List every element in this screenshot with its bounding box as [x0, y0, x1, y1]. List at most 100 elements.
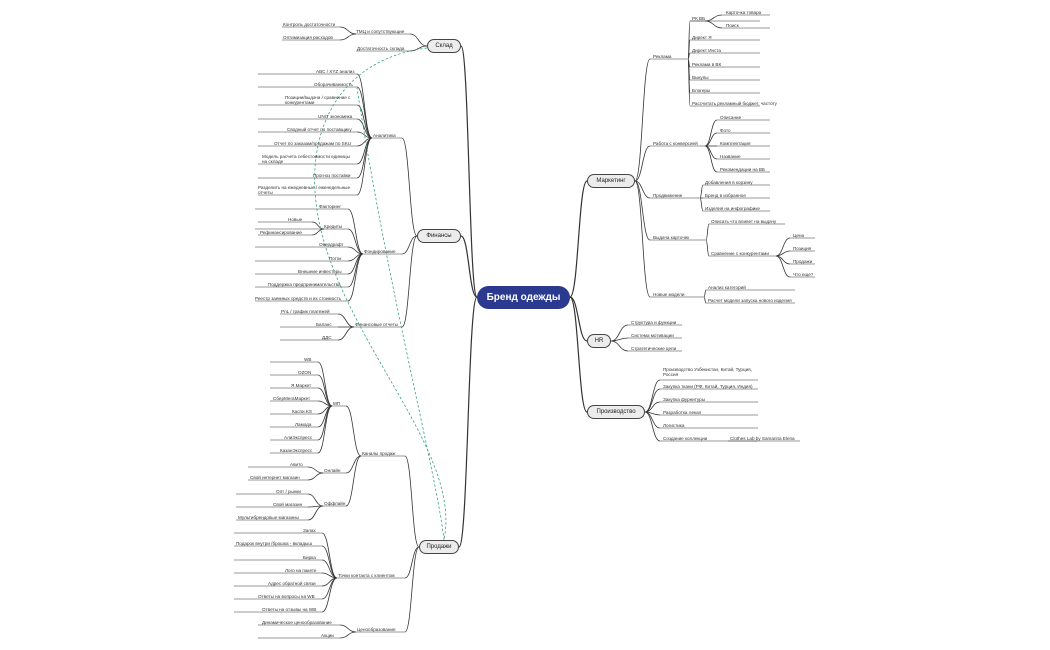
hr-item[interactable]: Система мотивации	[631, 333, 674, 338]
branch-sales[interactable]: Продажи	[419, 540, 459, 554]
funding-item[interactable]: Овердрафт	[319, 242, 344, 247]
reports-title[interactable]: Финансовые отчеты	[355, 322, 398, 327]
analytics-item[interactable]: UNIT экономика	[318, 114, 353, 119]
branch-finance[interactable]: Финансы	[417, 229, 461, 243]
conversion-item[interactable]: Рекомендации на ВБ	[720, 167, 766, 172]
mp-title[interactable]: МП	[333, 401, 341, 406]
analytics-item[interactable]: Модель расчета себестоимости единицы на …	[262, 154, 350, 165]
conversion-item[interactable]: Описание	[720, 115, 742, 120]
newmodels-item[interactable]: Расчет модели запуска нового изделия	[708, 298, 792, 303]
touch-item[interactable]: Адрес обратной связи	[268, 581, 316, 586]
production-item[interactable]: Логистика	[663, 423, 685, 428]
promo-item[interactable]: Добавления в корзину	[705, 180, 753, 185]
production-item[interactable]: Создание коллекции	[663, 436, 708, 441]
offline-title[interactable]: Оффлайн	[324, 501, 346, 506]
hr-item[interactable]: Структура и функции	[631, 320, 677, 325]
hr-item[interactable]: Стратегические цели	[631, 346, 677, 351]
reports-item[interactable]: Баланс	[316, 322, 332, 327]
mp-item[interactable]: WB	[304, 357, 312, 362]
mp-item[interactable]: OZON	[298, 370, 312, 375]
touch-item[interactable]: Бирка	[303, 555, 316, 560]
analytics-item[interactable]: Отчет по заказам/продажам по SKU	[274, 141, 352, 146]
credits-sub[interactable]: Новые	[288, 217, 303, 222]
production-item[interactable]: Разработка лекал	[663, 410, 702, 415]
touch-item[interactable]: Запах	[303, 528, 316, 533]
funding-item[interactable]: Поддержка предпринимательства	[268, 282, 341, 287]
promo-item[interactable]: Изделия на инфографике	[705, 206, 760, 211]
funding-item[interactable]: Факторинг	[319, 204, 342, 209]
funding-title[interactable]: Фондирование	[364, 249, 396, 254]
production-item[interactable]: Закупка ткани (РФ, Китай, Турция, Индия)	[663, 384, 753, 389]
mp-item[interactable]: Каспи.KS	[292, 409, 312, 414]
branch-sklad[interactable]: Склад	[427, 39, 461, 53]
credits-sub[interactable]: Рефинансирование	[260, 230, 302, 235]
promo-item[interactable]: Бренд в избранное	[705, 193, 746, 198]
ads-title[interactable]: Реклама	[653, 54, 672, 59]
online-title[interactable]: Онлайн	[324, 468, 341, 473]
rk-sub[interactable]: Карточка товара	[726, 10, 762, 15]
touch-title[interactable]: Точки контакта с клиентом	[338, 573, 395, 578]
touch-item[interactable]: Ответы на отзывы на WB	[262, 607, 317, 612]
ads-item[interactable]: Рассчитать рекламный бюджет, частоту	[692, 101, 777, 106]
online-item[interactable]: Авито	[290, 462, 303, 467]
output-item[interactable]: Описать что влияет на выдачу	[711, 219, 777, 224]
mp-item[interactable]: СберМегаМаркет	[273, 396, 311, 401]
ads-item[interactable]: Реклама в ВК	[692, 62, 722, 67]
analytics-item[interactable]: Прогноз поставки	[313, 173, 351, 178]
analytics-item[interactable]: ABC / XYZ анализ	[316, 69, 355, 74]
output-item[interactable]: Сравнение с конкурентами	[711, 251, 769, 256]
analytics-item[interactable]: Разделить на ежедневные / еженедельные о…	[258, 185, 351, 196]
touch-item[interactable]: Ответы на вопросы на WB	[258, 594, 315, 599]
funding-item[interactable]: Реестр заемных средств и их стоимость	[255, 296, 342, 301]
sklad-sub[interactable]: Контроль достаточности	[283, 22, 336, 27]
reports-item[interactable]: ДДС	[322, 335, 332, 340]
newmodels-title[interactable]: Новые модели	[653, 292, 685, 297]
production-item[interactable]: Производство Узбекистан, Китай, Турция, …	[663, 367, 752, 378]
mp-item[interactable]: КазанЭкспресс	[280, 448, 313, 453]
conversion-item[interactable]: Фото	[720, 128, 731, 133]
analytics-item[interactable]: Оборачиваемость	[314, 82, 353, 87]
funding-item[interactable]: Кредиты	[324, 224, 343, 229]
touch-item[interactable]: Подарок внутри /брошка - вкладыш	[236, 541, 313, 546]
online-item[interactable]: Свой интернет магазин	[250, 475, 300, 480]
ads-item[interactable]: Директ Инста	[692, 48, 721, 53]
ads-item[interactable]: РК ВБ	[692, 16, 706, 21]
funding-item[interactable]: Внешние инвесторы	[298, 269, 342, 274]
offline-item[interactable]: Мультибрендовые магазины	[238, 515, 299, 520]
pricing-item[interactable]: Динамическое ценообразование	[262, 620, 332, 625]
output-title[interactable]: Выдача карточек	[653, 235, 690, 240]
pricing-title[interactable]: Ценообразование	[357, 627, 396, 632]
root-node[interactable]: Бренд одежды	[477, 286, 570, 309]
offline-item[interactable]: Опт / рынки	[276, 489, 301, 494]
production-item[interactable]: Закупка фурнитуры	[663, 397, 706, 402]
conversion-title[interactable]: Работа с конверсией	[653, 141, 698, 146]
mp-item[interactable]: Ламода	[295, 422, 312, 427]
pricing-item[interactable]: Акции	[321, 633, 334, 638]
reports-item[interactable]: PnL / график платежей	[281, 309, 330, 314]
branch-hr[interactable]: HR	[587, 334, 611, 348]
mp-item[interactable]: АлиЭкспресс	[284, 435, 313, 440]
offline-item[interactable]: Свой магазин	[273, 502, 303, 507]
conversion-item[interactable]: Комплектация	[720, 141, 751, 146]
compare-sub[interactable]: Продажи	[793, 259, 813, 264]
analytics-title[interactable]: Аналитика	[373, 133, 396, 138]
conversion-item[interactable]: Название	[720, 154, 741, 159]
branch-marketing[interactable]: Маркетинг	[587, 174, 635, 188]
sklad-item[interactable]: Достаточность склада	[357, 46, 405, 51]
newmodels-item[interactable]: Анализ категорий	[708, 285, 746, 290]
branch-production[interactable]: Производство	[587, 405, 645, 419]
compare-sub[interactable]: Цена	[793, 233, 805, 238]
compare-sub[interactable]: Что еще?	[793, 272, 814, 277]
ads-item[interactable]: Выкупы	[692, 75, 709, 80]
analytics-item[interactable]: Позиции/выдача / сравнение с конкурентам…	[285, 95, 351, 106]
sklad-sub[interactable]: Оптимизация расходов	[283, 35, 333, 40]
touch-item[interactable]: Лого на пакете	[285, 568, 317, 573]
funding-item[interactable]: Поток	[329, 256, 342, 261]
rk-sub[interactable]: Поиск	[726, 23, 739, 28]
analytics-item[interactable]: Сводный отчет по поставщику	[287, 127, 352, 132]
compare-sub[interactable]: Позиция	[793, 246, 812, 251]
ads-item[interactable]: Блогеры	[692, 88, 711, 93]
sklad-item[interactable]: ТМЦ и сопутствующие	[356, 29, 405, 34]
promo-title[interactable]: Продвижение	[653, 193, 683, 198]
ads-item[interactable]: Директ Я	[692, 35, 712, 40]
